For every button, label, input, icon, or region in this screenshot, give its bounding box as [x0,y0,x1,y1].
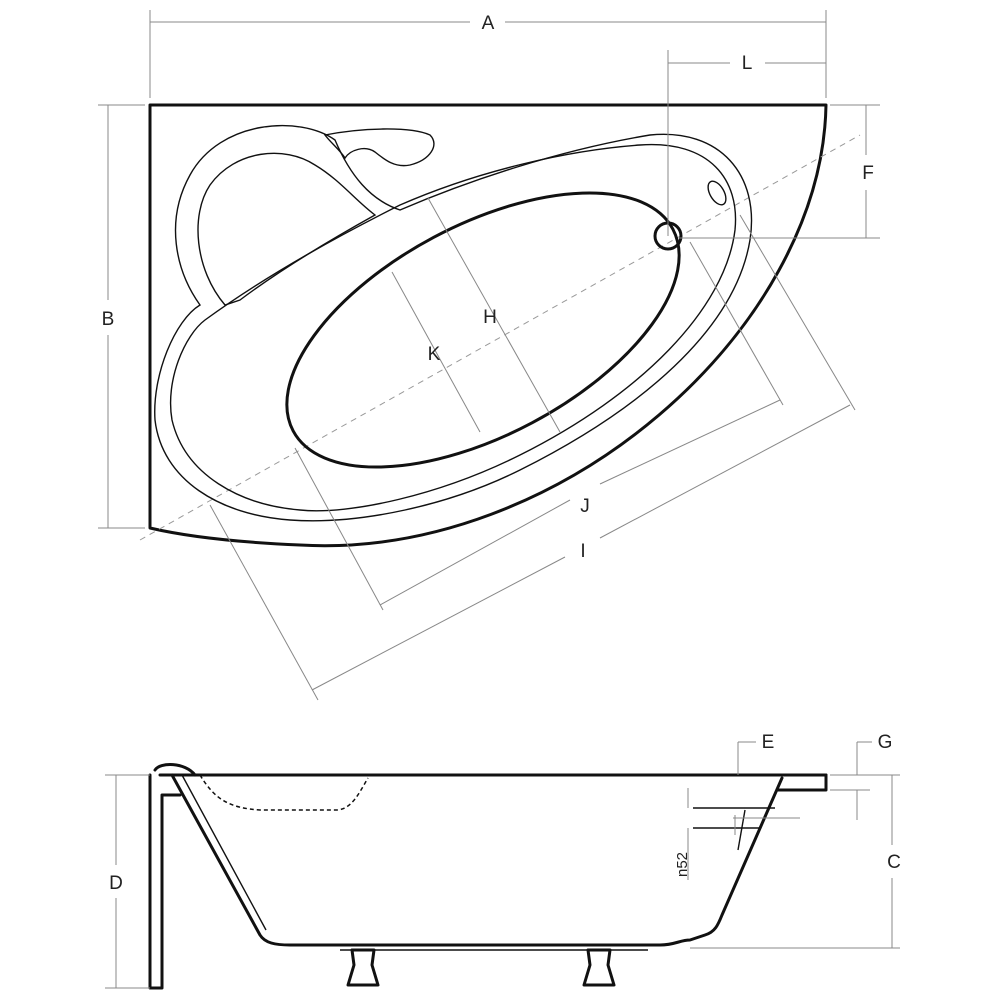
plan-view [139,103,861,548]
side-dimensions: D C E G n52 [105,732,901,989]
leg-left [346,948,380,987]
inner-wall [181,774,267,931]
dim-label-l: L [742,53,753,74]
dim-label-h: H [483,307,497,328]
dim-label-j: J [580,496,590,517]
soap-dish [323,128,435,167]
tub-outer-rim [148,103,828,548]
dim-label-d: D [109,873,123,894]
seat-profile-dashed [199,774,369,811]
plan-dimensions: A L B F H K J I [98,10,880,701]
side-view [148,763,828,990]
dim-label-c: C [887,852,901,873]
tub-rim-right [776,773,828,792]
dim-label-a: A [482,13,495,34]
tub-inner-rim [154,124,753,522]
overflow-height-label: n52 [674,852,691,877]
overflow-pipe [737,809,746,851]
basin-floor [285,191,681,469]
tub-support-panel [148,773,182,990]
dim-label-f: F [862,163,874,184]
headrest [153,763,197,777]
dim-label-i: I [580,541,585,562]
tub-body [170,773,784,947]
dim-label-k: K [428,344,441,365]
bowl-deck [169,143,737,512]
backrest [197,152,377,306]
overflow-icon [707,180,727,206]
dim-label-e: E [762,732,775,753]
dim-label-b: B [102,309,115,330]
tub-center-axis [139,134,861,541]
leg-right [582,948,616,987]
dim-label-g: G [878,732,893,753]
